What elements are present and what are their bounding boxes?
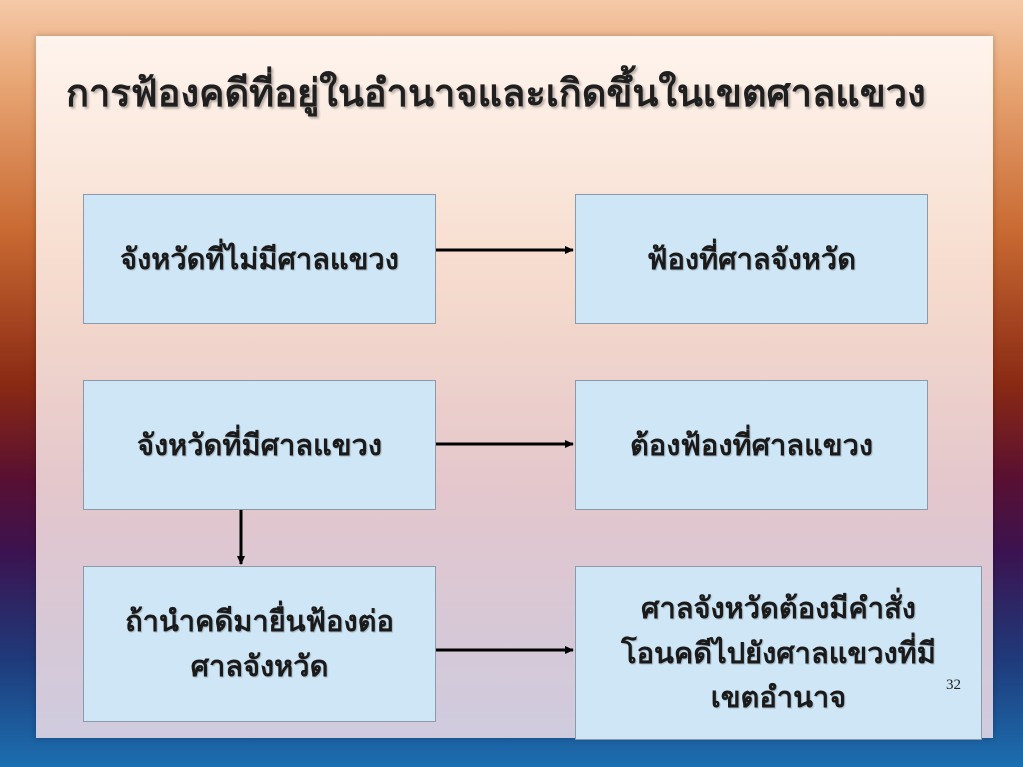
node-has-district-court: จังหวัดที่มีศาลแขวง — [83, 380, 436, 510]
node-must-file-at-district-court: ต้องฟ้องที่ศาลแขวง — [575, 380, 928, 510]
node-line: จังหวัดที่มีศาลแขวง — [136, 427, 383, 462]
node-line: โอนคดีไปยังศาลแขวงที่มี — [621, 635, 936, 670]
node-line: จังหวัดที่ไม่มีศาลแขวง — [120, 241, 399, 276]
slide-number: 32 — [946, 677, 961, 693]
node-line: เขตอำนาจ — [710, 680, 847, 715]
node-transfer-case-order: ศาลจังหวัดต้องมีคำสั่ง โอนคดีไปยังศาลแขว… — [575, 566, 982, 740]
slide-title: การฟ้องคดีที่อยู่ในอำนาจและเกิดขึ้นในเขต… — [66, 70, 926, 115]
node-line: ถ้านำคดีมายื่นฟ้องต่อ — [125, 604, 394, 639]
node-file-at-provincial-court: ฟ้องที่ศาลจังหวัด — [575, 194, 928, 324]
node-line: ฟ้องที่ศาลจังหวัด — [646, 241, 857, 276]
node-no-district-court: จังหวัดที่ไม่มีศาลแขวง — [83, 194, 436, 324]
node-line: ศาลจังหวัด — [190, 649, 329, 683]
node-filed-at-provincial-court: ถ้านำคดีมายื่นฟ้องต่อ ศาลจังหวัด — [83, 566, 436, 722]
node-line: ศาลจังหวัดต้องมีคำสั่ง — [641, 590, 916, 625]
node-line: ต้องฟ้องที่ศาลแขวง — [629, 427, 874, 462]
